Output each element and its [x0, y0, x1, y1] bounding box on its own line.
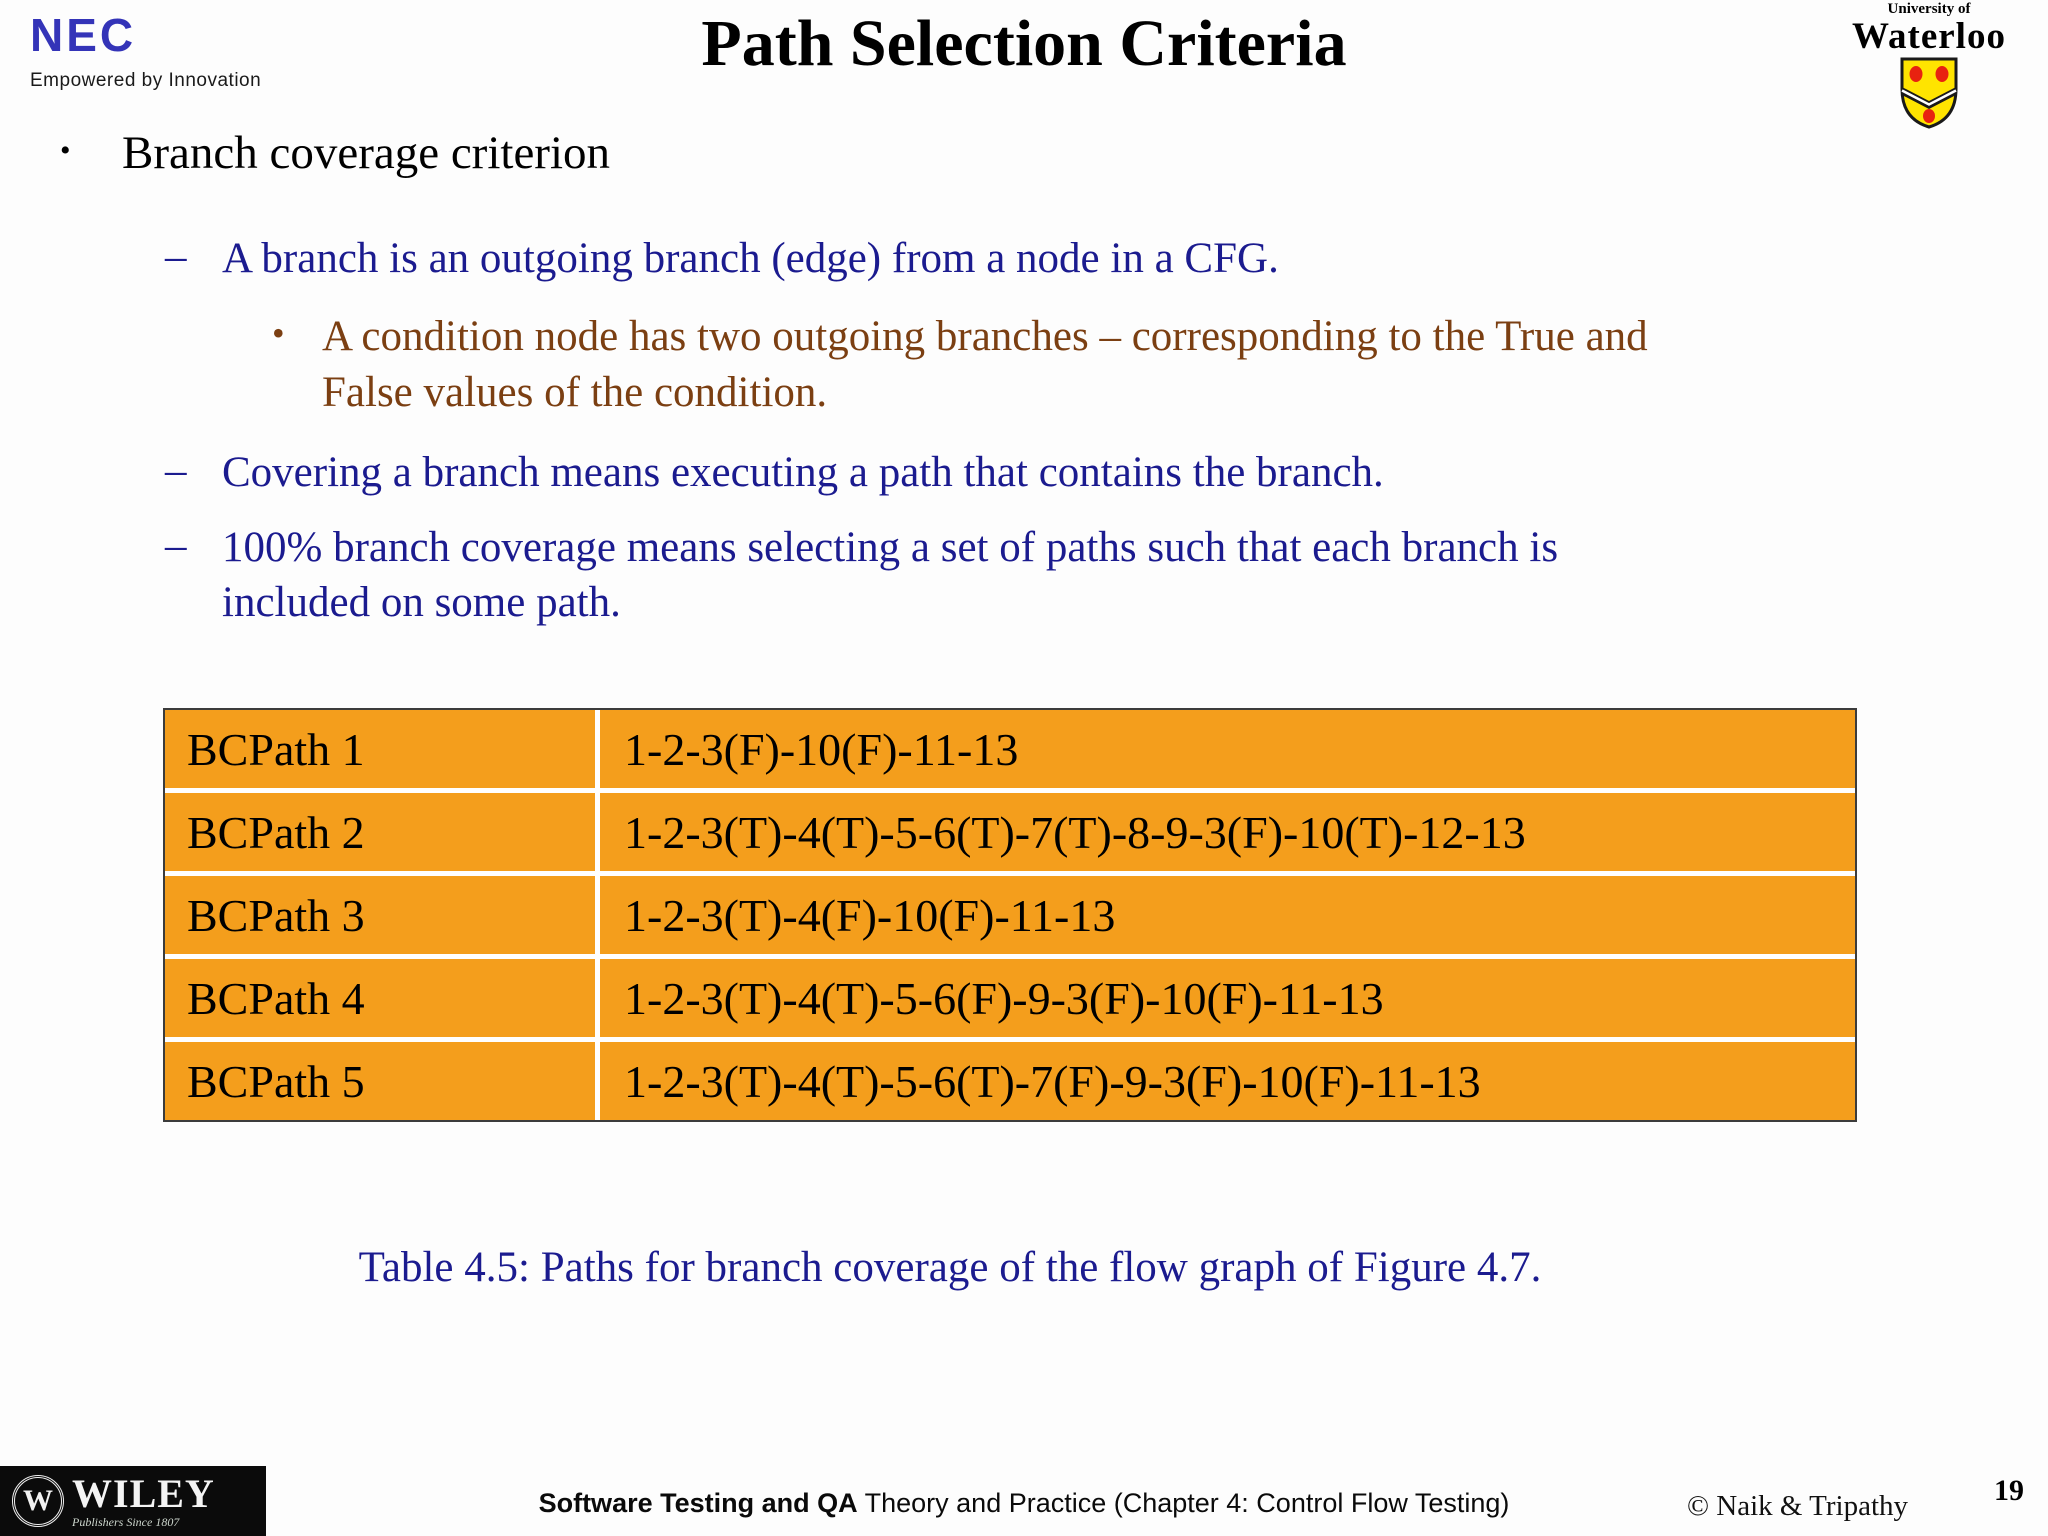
table-cell-path-value: 1-2-3(T)-4(T)-5-6(T)-7(F)-9-3(F)-10(F)-1… [600, 1042, 1855, 1120]
bullet-main: • Branch coverage criterion [60, 126, 2048, 180]
bullet-dot-icon: • [60, 134, 71, 167]
page-title: Path Selection Criteria [701, 7, 1347, 80]
bullet-sub3: – 100% branch coverage means selecting a… [165, 521, 2048, 630]
table-cell-path-name: BCPath 1 [165, 710, 595, 788]
wiley-monogram-icon: W [12, 1475, 64, 1527]
table-cell-path-value: 1-2-3(T)-4(T)-5-6(F)-9-3(F)-10(F)-11-13 [600, 959, 1855, 1037]
bullet-sub2-text: Covering a branch means executing a path… [222, 449, 1384, 497]
table-cell-path-name: BCPath 4 [165, 959, 595, 1037]
table-caption: Table 4.5: Paths for branch coverage of … [358, 1244, 1542, 1291]
table-row: BCPath 3 1-2-3(T)-4(F)-10(F)-11-13 [165, 876, 1855, 954]
dash-icon: – [165, 233, 187, 280]
table-row: BCPath 4 1-2-3(T)-4(T)-5-6(F)-9-3(F)-10(… [165, 959, 1855, 1037]
footer-book-title-bold: Software Testing and QA [538, 1488, 858, 1518]
table-row: BCPath 1 1-2-3(F)-10(F)-11-13 [165, 710, 1855, 788]
waterloo-logo-text-small: University of [1887, 1, 1971, 17]
table-row: BCPath 5 1-2-3(T)-4(T)-5-6(T)-7(F)-9-3(F… [165, 1042, 1855, 1120]
table-row: BCPath 2 1-2-3(T)-4(T)-5-6(T)-7(T)-8-9-3… [165, 793, 1855, 871]
table-cell-path-name: BCPath 3 [165, 876, 595, 954]
dash-icon: – [165, 522, 187, 569]
bullet-sub1a: • A condition node has two outgoing bran… [272, 309, 2048, 421]
page-number: 19 [1994, 1474, 2024, 1507]
table-cell-path-value: 1-2-3(T)-4(T)-5-6(T)-7(T)-8-9-3(F)-10(T)… [600, 793, 1855, 871]
wiley-tagline: Publishers Since 1807 [72, 1515, 180, 1529]
wiley-logo-text: WILEY Publishers Since 1807 [72, 1471, 215, 1529]
wiley-brand: WILEY [72, 1471, 215, 1516]
wiley-logo: W WILEY Publishers Since 1807 [0, 1466, 266, 1536]
slide-body: • Branch coverage criterion – A branch i… [0, 118, 2048, 630]
table-cell-path-name: BCPath 5 [165, 1042, 595, 1120]
bullet-sub3-text: 100% branch coverage means selecting a s… [222, 524, 1559, 626]
footer-copyright: © Naik & Tripathy [1686, 1490, 1908, 1522]
table-cell-path-value: 1-2-3(T)-4(F)-10(F)-11-13 [600, 876, 1855, 954]
table-cell-path-value: 1-2-3(F)-10(F)-11-13 [600, 710, 1855, 788]
footer-book-title: Software Testing and QA Theory and Pract… [0, 1488, 2048, 1519]
footer-book-title-rest: Theory and Practice (Chapter 4: Control … [857, 1488, 1510, 1518]
waterloo-crest-icon [1824, 57, 2034, 134]
nec-logo-text: NEC [30, 9, 137, 61]
nec-logo: NEC Empowered by Innovation [30, 12, 261, 92]
waterloo-logo-text: Waterloo [1852, 16, 2006, 57]
dash-icon: – [165, 447, 187, 495]
bullet-sub2: – Covering a branch means executing a pa… [165, 446, 2048, 501]
bullet-sub1: – A branch is an outgoing branch (edge) … [165, 232, 2048, 287]
bullet-sub1a-text: A condition node has two outgoing branch… [322, 312, 1648, 416]
nec-tagline: Empowered by Innovation [30, 70, 262, 91]
branch-coverage-table: BCPath 1 1-2-3(F)-10(F)-11-13 BCPath 2 1… [163, 708, 1857, 1122]
bullet-dot-icon: • [272, 312, 285, 353]
bullet-sub1-text: A branch is an outgoing branch (edge) fr… [222, 235, 1279, 282]
bullet-main-text: Branch coverage criterion [122, 127, 611, 179]
waterloo-logo: University of Waterloo [1824, 2, 2034, 134]
table-cell-path-name: BCPath 2 [165, 793, 595, 871]
